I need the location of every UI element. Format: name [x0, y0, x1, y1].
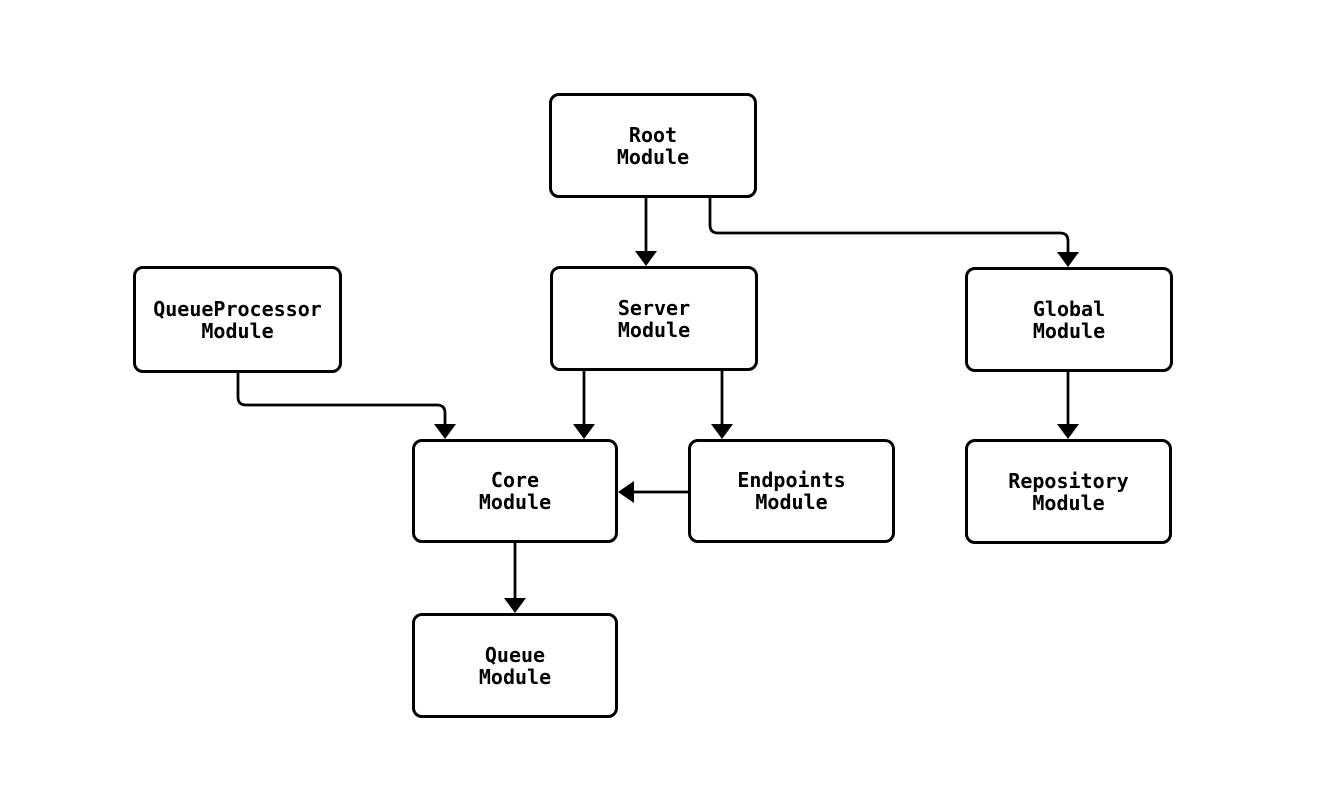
node-core-module: Core Module — [412, 439, 618, 543]
node-root-module: Root Module — [549, 93, 757, 198]
node-queue-module: Queue Module — [412, 613, 618, 718]
node-global-module: Global Module — [965, 267, 1173, 372]
arrowhead-server-to-endpoints — [711, 424, 733, 439]
node-server-module: Server Module — [550, 266, 758, 371]
edge-root-to-global — [708, 198, 1070, 253]
arrowhead-root-to-global — [1057, 252, 1079, 267]
node-queueprocessor-module: QueueProcessor Module — [133, 266, 342, 373]
arrowhead-endpoints-to-core — [618, 481, 634, 503]
arrowhead-server-to-core — [573, 424, 595, 439]
node-repository-module: Repository Module — [965, 439, 1172, 544]
arrowhead-core-to-queue — [504, 598, 526, 613]
edge-queueprocessor-to-core — [236, 373, 447, 425]
arrowhead-queueprocessor-to-core — [434, 424, 456, 439]
arrowhead-root-to-server — [635, 251, 657, 266]
arrowhead-global-to-repository — [1057, 424, 1079, 439]
node-endpoints-module: Endpoints Module — [688, 439, 895, 543]
